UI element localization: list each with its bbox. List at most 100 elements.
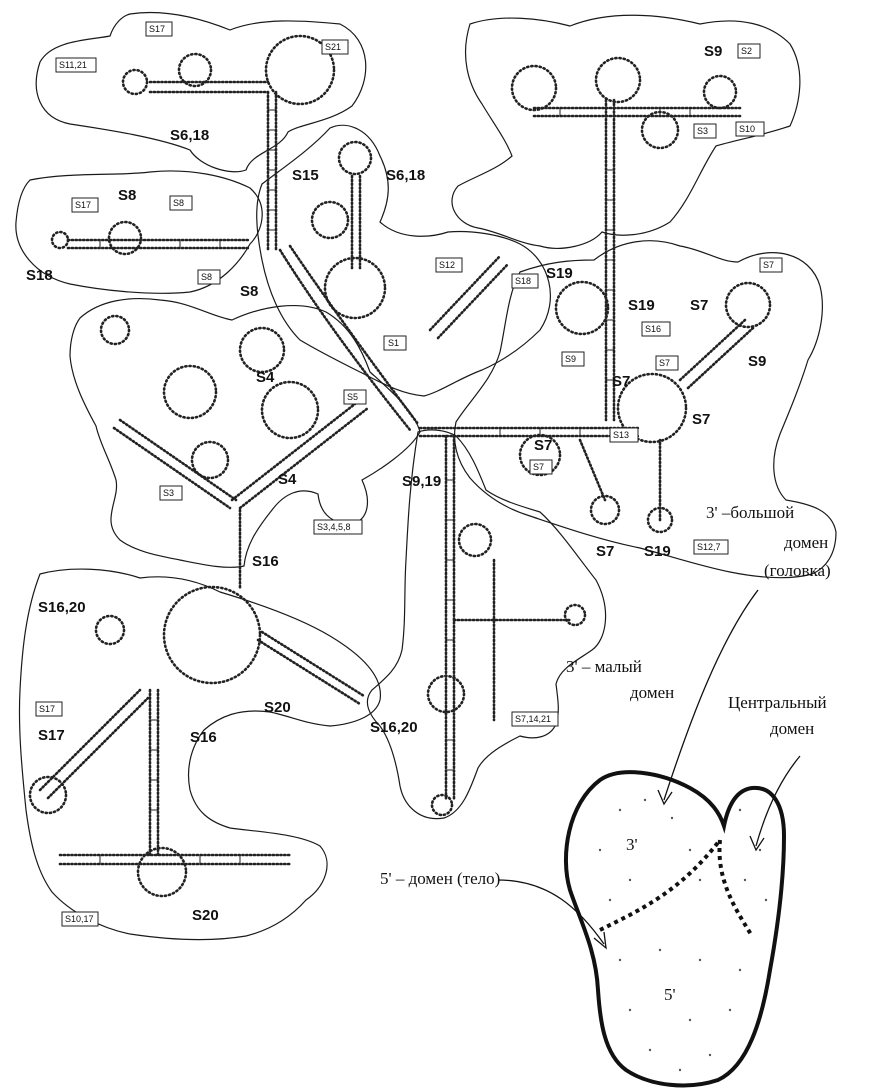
dot — [689, 849, 691, 851]
bottom-left-region-outline — [19, 569, 380, 940]
boxed-label-s7-right: S7 — [659, 358, 670, 368]
boxed-label-s1: S1 — [388, 338, 399, 348]
boxed-label-s17-top: S17 — [149, 24, 165, 34]
dot — [729, 1009, 731, 1011]
protein-label-s19-b: S19 — [628, 297, 655, 314]
boxed-label-s11-21: S11,21 — [59, 60, 87, 70]
boxed-label-s7-top: S7 — [763, 260, 774, 270]
boxed-label-s7-14-21: S7,14,21 — [515, 714, 551, 724]
protein-label-s7-b: S7 — [612, 373, 630, 390]
boxed-label-s10-17: S10,17 — [65, 914, 94, 924]
loop-s15 — [339, 142, 371, 174]
annotation-five-prime-domain: 5' – домен (тело) — [380, 869, 500, 888]
dot — [659, 949, 661, 951]
loop-s16-20-small — [96, 616, 124, 644]
protein-label-s8-low: S8 — [240, 283, 258, 300]
subunit-body-outline — [566, 772, 784, 1085]
boxed-label-s12-7: S12,7 — [697, 542, 721, 552]
protein-label-s17: S17 — [38, 727, 65, 744]
loop-s4-low — [192, 442, 228, 478]
protein-label-s15: S15 — [292, 167, 319, 184]
boxed-label-s9: S9 — [565, 354, 576, 364]
dot — [619, 809, 621, 811]
dot — [765, 899, 767, 901]
dot — [759, 849, 761, 851]
strand-right-s7-lower — [580, 440, 605, 500]
loop-top-left-small — [123, 70, 147, 94]
annotation-small-domain-line1: 3' – малый — [566, 657, 642, 676]
protein-label-s16-20-left: S16,20 — [38, 599, 86, 616]
dot — [679, 1069, 681, 1071]
boxed-label-s2: S2 — [741, 46, 752, 56]
rna-strands — [40, 82, 753, 864]
protein-label-s9-top: S9 — [704, 43, 722, 60]
loop-right-s19 — [556, 282, 608, 334]
loop-right-s9 — [596, 58, 640, 102]
dot — [619, 959, 621, 961]
strand-right-s7-helix — [680, 320, 745, 380]
protein-label-s19-a: S19 — [546, 265, 573, 282]
schematic-3prime-mark: 3' — [626, 835, 638, 854]
loop-right-top — [512, 66, 556, 110]
loop-right-far — [704, 76, 736, 108]
dot — [739, 969, 741, 971]
protein-label-s16-b: S16 — [190, 729, 217, 746]
dot — [699, 959, 701, 961]
loop-stem-bottom — [432, 795, 452, 815]
loop-s8-left — [52, 232, 68, 248]
annotation-large-domain-line1: 3' –большой — [706, 503, 794, 522]
dot — [709, 1054, 711, 1056]
loop-s4-right — [240, 328, 284, 372]
boxed-label-s12: S12 — [439, 260, 455, 270]
protein-label-s20-a: S20 — [264, 699, 291, 716]
boxed-label-s3-right: S3 — [697, 126, 708, 136]
boxed-label-s16: S16 — [645, 324, 661, 334]
protein-label-s7-a: S7 — [690, 297, 708, 314]
dot — [629, 1009, 631, 1011]
dot — [609, 899, 611, 901]
loop-s16-20 — [164, 587, 260, 683]
strand-s17-diag-2 — [48, 698, 148, 798]
protein-label-s8: S8 — [118, 187, 136, 204]
strand-right-s7-helix-2 — [688, 328, 753, 388]
annotation-central-line1: Центральный — [728, 693, 827, 712]
boxed-label-s3: S3 — [163, 488, 174, 498]
protein-label-s16-20-center: S16,20 — [370, 719, 418, 736]
dot — [644, 799, 646, 801]
annotation-small-domain-line2: домен — [630, 683, 674, 702]
annotation-large-domain-line2: домен — [784, 533, 828, 552]
protein-label-s9-19: S9,19 — [402, 473, 441, 490]
dot — [739, 809, 741, 811]
protein-label-s20-b: S20 — [192, 907, 219, 924]
boxed-label-s7-mid: S7 — [533, 462, 544, 472]
protein-label-s6-18-mid: S6,18 — [386, 167, 425, 184]
protein-label-s7-d: S7 — [534, 437, 552, 454]
schematic-5prime-mark: 5' — [664, 985, 676, 1004]
loop-s15-mid — [312, 202, 348, 238]
dot — [699, 879, 701, 881]
protein-label-s19-c: S19 — [644, 543, 671, 560]
loop-s4-mid — [262, 382, 318, 438]
protein-label-s9-right: S9 — [748, 353, 766, 370]
boxed-label-s13: S13 — [613, 430, 629, 440]
protein-label-s16-a: S16 — [252, 553, 279, 570]
annotation-large-domain-line3: (головка) — [764, 561, 831, 580]
subunit-schematic: 3' 5' — [566, 772, 784, 1085]
dot — [671, 817, 673, 819]
dot — [689, 1019, 691, 1021]
dot — [599, 849, 601, 851]
strand-s12-helix-2 — [438, 264, 508, 338]
loop-right-mid — [642, 112, 678, 148]
loop-s4-big — [164, 366, 216, 418]
protein-label-s18: S18 — [26, 267, 53, 284]
boxed-label-s3-4-5-8: S3,4,5,8 — [317, 522, 351, 532]
protein-label-s6-18-top: S6,18 — [170, 127, 209, 144]
base-pair-rungs — [100, 108, 690, 864]
strand-s16-20-helix-2 — [262, 632, 364, 696]
strand-s4-diag-2 — [240, 408, 368, 508]
boxed-label-s8: S8 — [173, 198, 184, 208]
boxed-label-s8b: S8 — [201, 272, 212, 282]
right-region-outline — [455, 241, 836, 578]
boxed-label-s5: S5 — [347, 392, 358, 402]
boxed-label-s17-left: S17 — [39, 704, 55, 714]
